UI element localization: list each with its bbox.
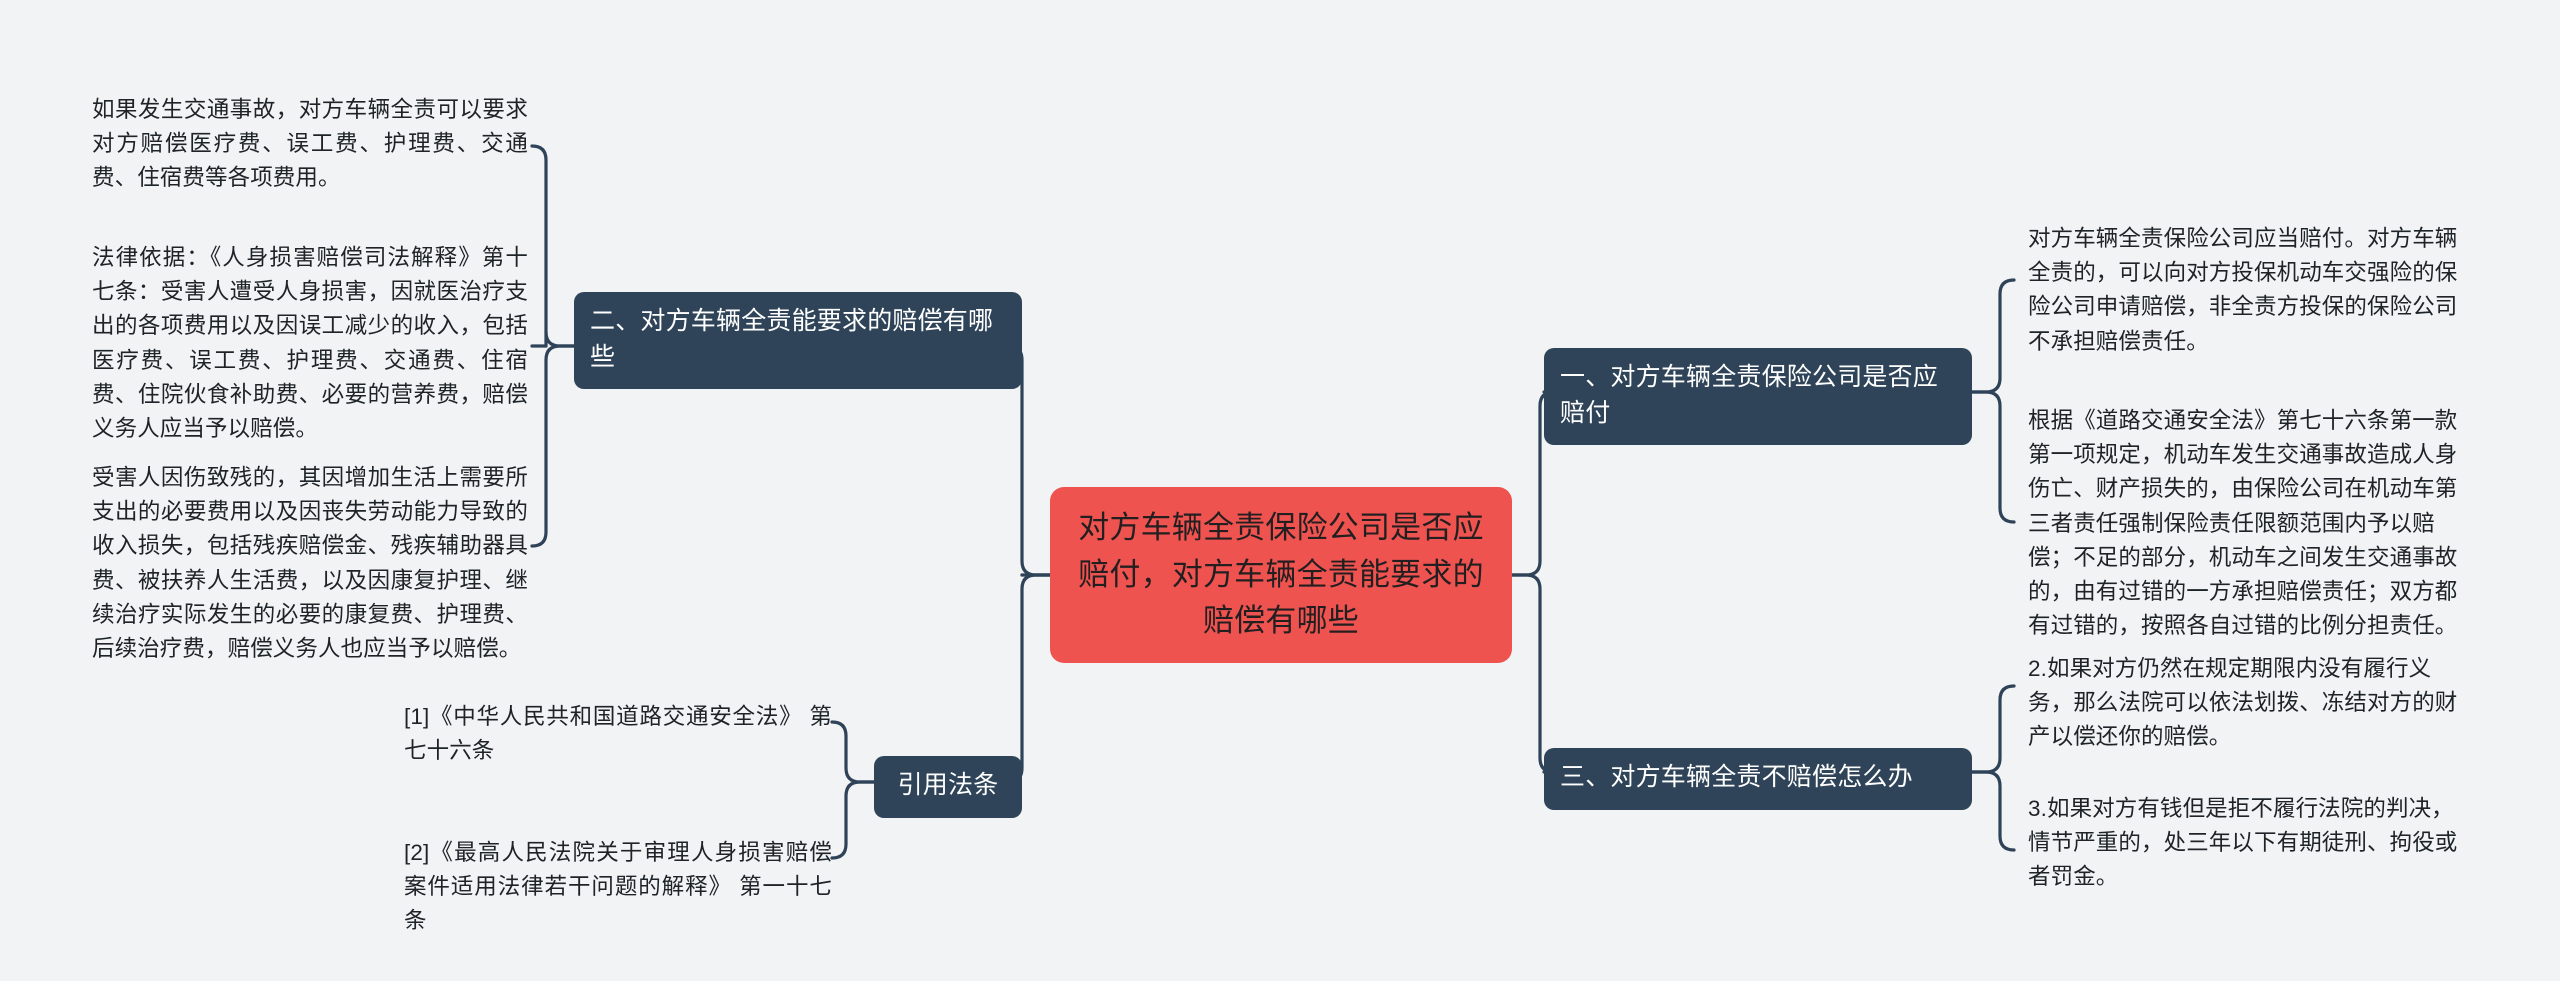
branch-node-citations[interactable]: 引用法条	[874, 756, 1022, 818]
leaf-text-legal-basis-article17: 法律依据：《人身损害赔偿司法解释》第十七条：受害人遭受人身损害，因就医治疗支出的…	[92, 245, 528, 441]
branch-node-one[interactable]: 一、对方车辆全责保险公司是否应赔付	[1544, 348, 1972, 445]
leaf-text-refusal-criminal-penalty: 3.如果对方有钱但是拒不履行法院的判决，情节严重的，处三年以下有期徒刑、拘役或者…	[2028, 796, 2458, 890]
connector-branch2-fan	[530, 144, 576, 348]
leaf-text-citation-2: [2]《最高人民法院关于审理人身损害赔偿案件适用法律若干问题的解释》 第一十七条	[404, 840, 832, 934]
connector-branch1-fan-1	[1970, 278, 2016, 394]
root-node[interactable]: 对方车辆全责保险公司是否应赔付，对方车辆全责能要求的赔偿有哪些	[1050, 487, 1512, 663]
branch-node-two[interactable]: 二、对方车辆全责能要求的赔偿有哪些	[574, 292, 1022, 389]
leaf-text-enforcement-freeze-assets: 2.如果对方仍然在规定期限内没有履行义务，那么法院可以依法划拨、冻结对方的财产以…	[2028, 656, 2458, 750]
connector-citations-fan-1	[830, 720, 876, 784]
leaf-text-disability-compensation: 受害人因伤致残的，其因增加生活上需要所支出的必要费用以及因丧失劳动能力导致的收入…	[92, 465, 528, 661]
connector-branch1-fan-2	[1970, 390, 2016, 524]
leaf-text-insurer-must-pay: 对方车辆全责保险公司应当赔付。对方车辆全责的，可以向对方投保机动车交强险的保险公…	[2028, 226, 2458, 354]
leaf-text-citation-1: [1]《中华人民共和国道路交通安全法》 第七十六条	[404, 704, 832, 764]
branch-node-three[interactable]: 三、对方车辆全责不赔偿怎么办	[1544, 748, 1972, 810]
connector-branch2-fan-3	[530, 344, 576, 548]
connector-branch3-fan-2	[1970, 770, 2016, 852]
leaf-text-traffic-law-article76: 根据《道路交通安全法》第七十六条第一款第一项规定，机动车发生交通事故造成人身伤亡…	[2028, 408, 2458, 639]
connector-root-to-citations	[1006, 573, 1052, 784]
connector-citations-fan-2	[830, 780, 876, 860]
connector-branch3-fan-1	[1970, 684, 2016, 774]
leaf-text-compensation-items: 如果发生交通事故，对方车辆全责可以要求对方赔偿医疗费、误工费、护理费、交通费、住…	[92, 97, 528, 191]
connector-root-to-branch3	[1510, 573, 1556, 774]
